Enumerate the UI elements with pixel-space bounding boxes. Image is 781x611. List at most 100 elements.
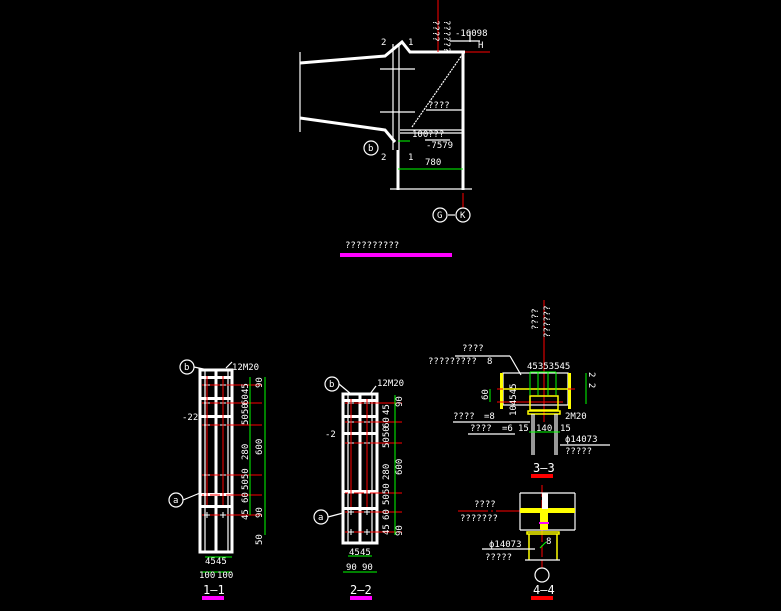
elevation-title: ??????????	[345, 241, 399, 251]
vertical-note1: ????	[430, 20, 440, 42]
section-title: 4—4	[533, 583, 555, 597]
dim-label: 280	[382, 464, 392, 480]
stiffener-plate	[200, 376, 232, 379]
dim-label: 90	[395, 525, 405, 536]
section-1-1: b a 12M20 -22 45605050280505060459060090…	[168, 359, 266, 600]
title-underline	[340, 253, 452, 257]
stiffener-plate	[200, 505, 232, 508]
stiffener2-label: ????	[470, 424, 492, 434]
beam-top-flange	[299, 39, 465, 65]
dim-label: 5050	[241, 403, 251, 425]
dim-780-label: 780	[425, 158, 441, 168]
note2-label: ???	[428, 130, 444, 140]
note2: ???????	[460, 514, 498, 524]
diagonal-stiffener	[411, 54, 463, 128]
dim-bottom: 45	[360, 548, 371, 558]
stiffener-plate	[343, 415, 377, 418]
dim-15-right: 15	[560, 424, 571, 434]
axis-k-circle	[455, 207, 471, 223]
elev-bottom-label: -7579	[426, 141, 453, 151]
dim-label: 90	[395, 396, 405, 407]
dim-label: 60	[241, 394, 251, 405]
dim-label: 45	[382, 404, 392, 415]
dim-label: 5050	[241, 468, 251, 490]
plate-label: -22	[182, 413, 198, 423]
elev-top-label: -16098	[455, 29, 488, 39]
stiffener-plate	[343, 507, 377, 510]
vertical-note2: ??????	[543, 305, 553, 338]
section-4-4: ???? ??????? ϕ14073 ????? 8 4—4	[458, 485, 576, 600]
beam-column-elevation: -16098 H 100 -7579 780 ???? ??? ???? ???…	[299, 0, 490, 257]
marker-a: a	[173, 496, 178, 506]
axis-g-text: G	[437, 211, 442, 221]
dim-label: 280	[241, 444, 251, 460]
weld-size: 8	[487, 357, 492, 367]
axis-g-circle	[432, 207, 448, 223]
pipe-label: ϕ14073	[565, 435, 598, 445]
weld-note: ?????????	[428, 357, 477, 367]
axis-k-text: K	[460, 211, 466, 221]
dim-bottom: 90	[346, 563, 357, 573]
bolts-label: 12M20	[377, 379, 404, 389]
elev-mark-label: H	[478, 41, 483, 51]
dim-15-left: 15	[518, 424, 529, 434]
dim-100-label: 100	[412, 130, 428, 140]
dim-label: 50	[255, 534, 265, 545]
note1-label: ????	[428, 101, 450, 111]
marker-b-circle	[363, 140, 379, 156]
dim-left: 104545	[509, 383, 519, 416]
section-mark-1-top: 1	[408, 38, 413, 48]
dim-label: 45	[382, 524, 392, 535]
vertical-note2: ??????	[441, 20, 451, 53]
marker-b-text: b	[368, 144, 373, 154]
stiffener-plate	[200, 397, 232, 400]
dim-label: 60	[241, 492, 251, 503]
dim-60: 60	[481, 389, 491, 400]
pipe-note: ?????	[485, 553, 512, 563]
bolts-label: 12M20	[232, 363, 259, 373]
section-3-3: ???? ????????? 8 ???? ?????? 45353545 60…	[428, 300, 610, 478]
vertical-note1: ????	[531, 308, 541, 330]
note1: ????	[474, 500, 496, 510]
stiffener2-value: =6	[502, 424, 513, 434]
section-mark-1-bottom: 1	[408, 153, 413, 163]
section-mark-2-top: 2	[381, 38, 386, 48]
pipe-note: ?????	[565, 447, 592, 457]
marker-a: a	[318, 513, 323, 523]
section-title: 2—2	[350, 583, 372, 597]
dim-140: 140	[536, 424, 552, 434]
dim-bottom: 45	[349, 548, 360, 558]
stiffener-plate	[343, 490, 377, 493]
section-mark-2-bottom: 2	[381, 153, 386, 163]
section-title: 3—3	[533, 461, 555, 475]
dim-label: 60	[382, 509, 392, 520]
dim-label: 5050	[382, 426, 392, 448]
plate-label: -2	[325, 430, 336, 440]
section-title: 1—1	[203, 583, 225, 597]
stiffener-plate	[343, 432, 377, 435]
stiffener-plate	[343, 399, 377, 402]
stiffener1-value: =8	[484, 412, 495, 422]
bolts-label: 2M20	[565, 412, 587, 422]
weld-size: 8	[546, 537, 551, 547]
dim-label: 90	[255, 507, 265, 518]
beam-bottom-flange	[299, 116, 397, 143]
dim-bottom: 100	[199, 571, 215, 581]
dim-label: 5050	[382, 483, 392, 505]
stiffener1-label: ????	[453, 412, 475, 422]
dim-bottom: 45	[205, 557, 216, 567]
dim-label: 60	[382, 417, 392, 428]
dim-label: 45	[241, 509, 251, 520]
dim-label: 90	[255, 377, 265, 388]
dims-top: 45353545	[527, 362, 570, 372]
marker-b: b	[184, 363, 189, 373]
note-top: ????	[462, 344, 484, 354]
dim-label: 600	[395, 459, 405, 475]
section-2-2: b a 12M20 -2 45605050280505060459060090 …	[313, 376, 405, 600]
dim-bottom: 90	[362, 563, 373, 573]
dim-bottom: 45	[216, 557, 227, 567]
dim-label: 600	[255, 439, 265, 455]
dim-bottom: 100	[217, 571, 233, 581]
